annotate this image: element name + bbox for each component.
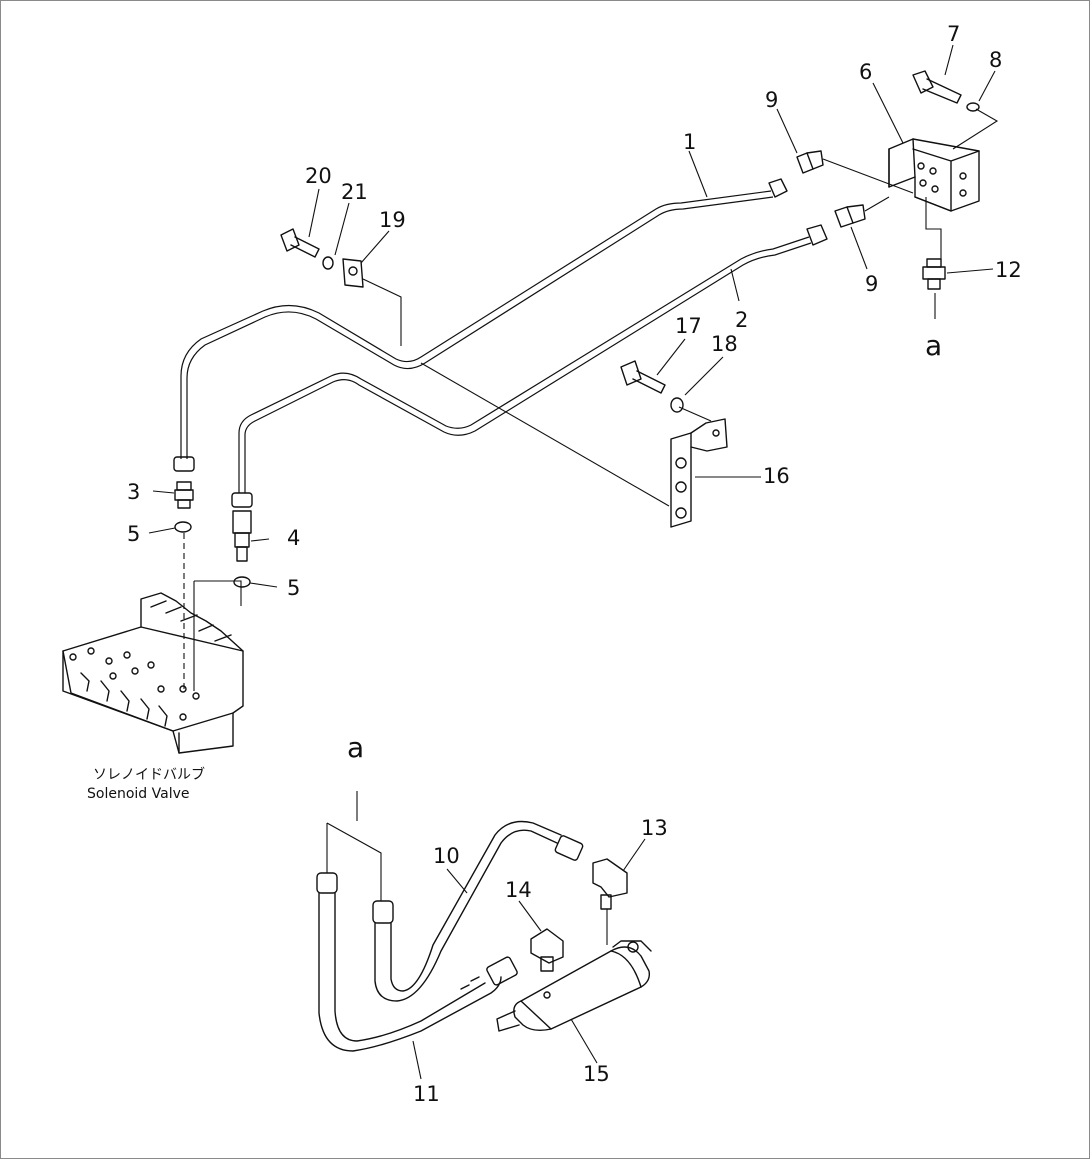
bolt-20 [280,228,320,258]
callout-17: 17 [675,314,702,338]
leader-lines [148,44,996,1080]
cylinder-15 [496,940,652,1032]
connector-3 [174,481,194,509]
callout-8: 8 [989,48,1002,72]
washer-8 [966,102,980,112]
callout-9-lower: 9 [865,272,878,296]
clamp-19 [342,258,364,288]
adapter-9-upper [796,150,824,174]
hose-11 [316,872,518,1052]
pipe-1 [180,190,774,459]
callout-4: 4 [287,526,300,550]
bolt-17 [620,360,666,394]
washer-18 [670,397,684,413]
callout-20: 20 [305,164,332,188]
adapter-4 [232,510,252,562]
callout-2: 2 [735,308,748,332]
callout-13: 13 [641,816,668,840]
callout-6: 6 [859,60,872,84]
callout-19: 19 [379,208,406,232]
callout-12: 12 [995,258,1022,282]
callout-5-left: 5 [127,522,140,546]
bracket-6 [888,138,980,212]
callout-15: 15 [583,1062,610,1086]
solenoid-label-en: Solenoid Valve [87,786,189,802]
callout-11: 11 [413,1082,440,1106]
callout-18: 18 [711,332,738,356]
reference-mark-a-top: a [925,329,942,362]
callout-5-right: 5 [287,576,300,600]
o-ring-5-left [174,521,192,533]
callout-14: 14 [505,878,532,902]
callout-10: 10 [433,844,460,868]
washer-21 [322,256,334,270]
o-ring-5-right [233,576,251,588]
callout-21: 21 [341,180,368,204]
elbow-13 [592,858,628,910]
pipe-2 [238,236,812,493]
reference-mark-a-bottom: a [347,731,364,764]
elbow-14 [530,928,564,972]
clamp-16 [670,418,728,528]
pipe-end-nuts [173,178,828,508]
solenoid-valve [62,592,244,754]
bolt-7 [912,70,962,104]
solenoid-label-jp: ソレノイドバルブ [93,766,205,783]
adapter-9-lower [834,204,866,228]
callout-9-upper: 9 [765,88,778,112]
hose-10 [372,820,584,1002]
callout-7: 7 [947,22,960,46]
connector-12 [922,258,946,290]
callout-1: 1 [683,130,696,154]
callout-3: 3 [127,480,140,504]
callout-16: 16 [763,464,790,488]
